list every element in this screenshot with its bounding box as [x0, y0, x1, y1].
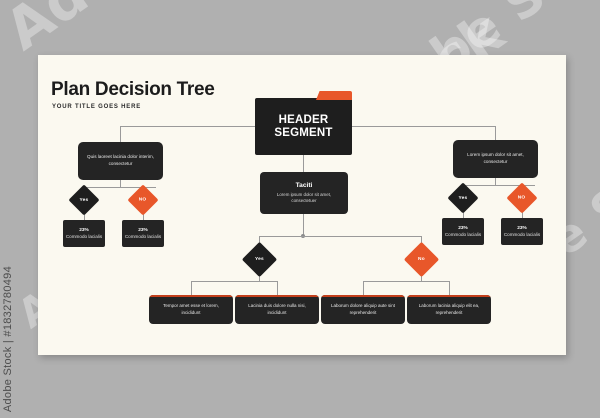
decision-diamond-right-no[interactable]: NO [506, 182, 538, 214]
middle-node-title: Taciti [295, 181, 313, 189]
connector-line [191, 281, 192, 295]
branch-node-right[interactable]: Lorem ipsum dolor sit amet, consectetur [453, 140, 538, 178]
decision-diamond-left-no[interactable]: NO [127, 184, 159, 216]
connector-line [120, 126, 255, 127]
connector-line [120, 126, 121, 142]
connector-line [303, 214, 304, 236]
watermark-text: Adobe Stock [0, 0, 360, 63]
connector-line [363, 281, 364, 295]
connector-line [259, 236, 260, 247]
header-line-1: HEADER [278, 113, 329, 126]
branch-right-text: Lorem ipsum dolor sit amet, consectetur [467, 152, 524, 164]
decision-label: No [418, 256, 425, 262]
leaf-node[interactable]: Laborum dolore aliquip aute sint reprehe… [321, 295, 405, 324]
decision-diamond-right-yes[interactable]: Yes [447, 182, 479, 214]
connector-line [84, 211, 85, 220]
connector-line [363, 281, 449, 282]
stock-credit-line: Adobe Stock | #1832780494 [2, 265, 14, 412]
decision-diamond-center-no[interactable]: No [403, 241, 440, 278]
stat-value: 23% [79, 227, 89, 233]
connector-line [463, 185, 535, 186]
stat-label: Commodo lacialis [124, 233, 162, 239]
connector-line [449, 281, 450, 295]
connector-line [522, 209, 523, 218]
leaf-text: Laborum dolore aliquip aute sint reprehe… [330, 303, 396, 315]
stat-value: 23% [517, 225, 527, 231]
connector-line [303, 155, 304, 172]
branch-left-text: Quis laoreet lacinia dolor interim, cons… [87, 154, 154, 166]
connector-line [421, 236, 422, 247]
stat-value: 23% [458, 225, 468, 231]
middle-node-taciti[interactable]: Taciti Lorem ipsum dolor sit amet, conse… [260, 172, 348, 214]
header-line-2: SEGMENT [274, 126, 333, 139]
connector-line [277, 281, 278, 295]
middle-node-text: Lorem ipsum dolor sit amet, consectetuer [276, 191, 332, 203]
connector-line [84, 187, 156, 188]
header-accent-tab [316, 91, 352, 100]
stat-node[interactable]: 23% Commodo lacialis [442, 218, 484, 245]
decision-label: NO [518, 195, 526, 201]
leaf-text: Tempor amet esse et lorem, incididunt [163, 303, 219, 315]
leaf-text: Lacinia duis dolore nulla nisi, incididu… [248, 303, 306, 315]
leaf-node[interactable]: Lacinia duis dolore nulla nisi, incididu… [235, 295, 319, 324]
branch-node-left[interactable]: Quis laoreet lacinia dolor interim, cons… [78, 142, 163, 180]
connector-line [463, 209, 464, 218]
connector-line [352, 126, 495, 127]
page-title: Plan Decision Tree [51, 79, 215, 100]
stat-node[interactable]: 23% Commodo lacialis [122, 220, 164, 247]
header-segment-node[interactable]: HEADER SEGMENT [255, 91, 352, 155]
page-subtitle: YOUR TITLE GOES HERE [52, 104, 142, 110]
leaf-text: Laborum lacinia aliquip elit ea, reprehe… [418, 303, 480, 315]
stat-node[interactable]: 23% Commodo lacialis [501, 218, 543, 245]
stat-value: 23% [138, 227, 148, 233]
decision-label: Yes [255, 257, 264, 262]
stat-label: Commodo lacialis [503, 231, 541, 237]
stat-label: Commodo lacialis [65, 233, 103, 239]
stat-label: Commodo lacialis [444, 231, 482, 237]
decision-label: Yes [79, 197, 89, 203]
stat-node[interactable]: 23% Commodo lacialis [63, 220, 105, 247]
connector-line [495, 178, 496, 186]
decision-diamond-center-yes[interactable]: Yes [241, 241, 278, 278]
decision-label: Yes [458, 195, 468, 201]
leaf-node[interactable]: Tempor amet esse et lorem, incididunt [149, 295, 233, 324]
connector-line [495, 126, 496, 140]
connector-line [191, 281, 277, 282]
leaf-node[interactable]: Laborum lacinia aliquip elit ea, reprehe… [407, 295, 491, 324]
connector-line [120, 180, 121, 188]
connector-line [259, 236, 422, 237]
connector-line [143, 211, 144, 220]
decision-label: NO [139, 197, 147, 203]
decision-diamond-left-yes[interactable]: Yes [68, 184, 100, 216]
slide-canvas: Plan Decision Tree YOUR TITLE GOES HERE [38, 55, 566, 355]
